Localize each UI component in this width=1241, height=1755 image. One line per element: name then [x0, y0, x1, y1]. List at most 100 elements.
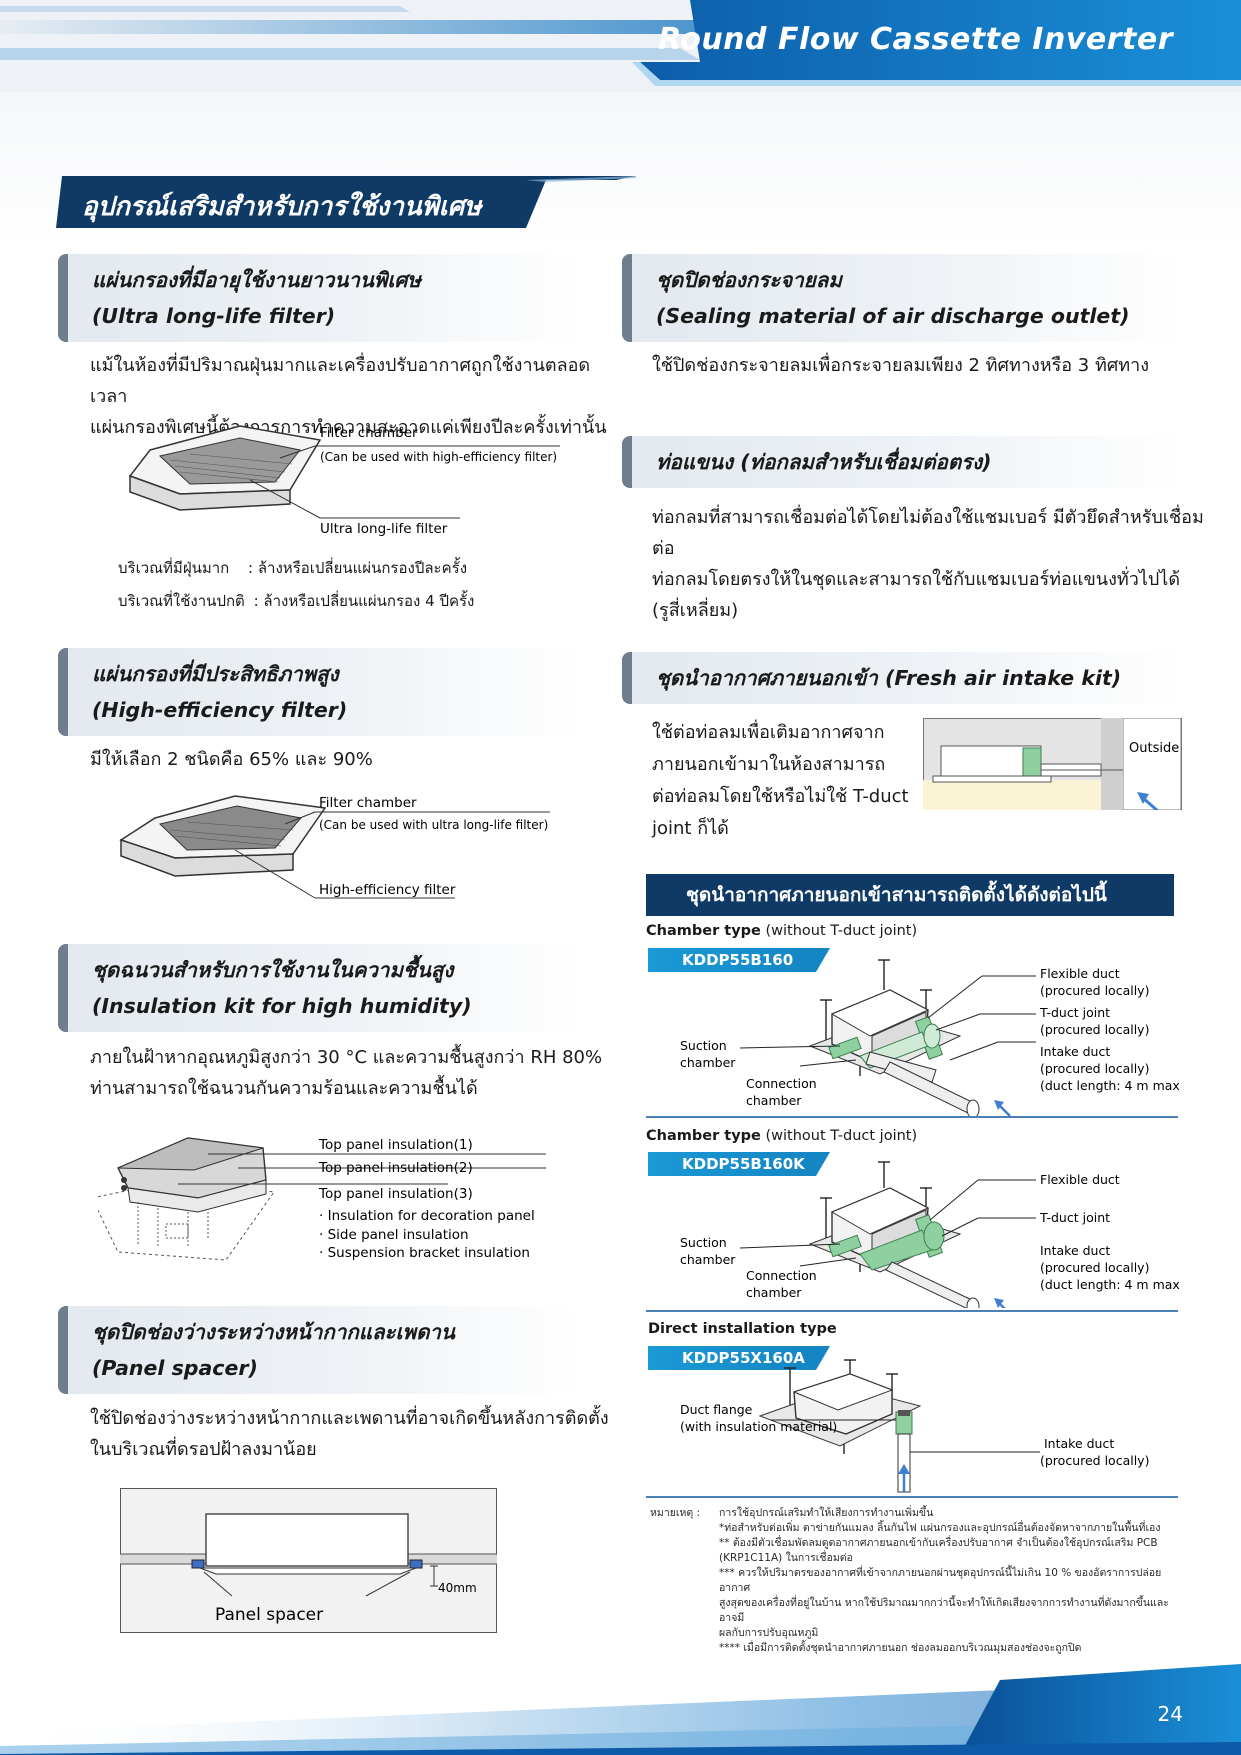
- type1-title-row: Chamber type (without T-duct joint): [646, 922, 917, 940]
- type1-label-suction-1: Suction: [680, 1038, 727, 1053]
- page-title: Round Flow Cassette Inverter: [658, 22, 1173, 57]
- duct-heading: ท่อแขนง (ท่อกลมสำหรับเชื่อมต่อตรง): [622, 436, 1182, 488]
- ultra-filter-label-filter: Ultra long-life filter: [320, 521, 448, 537]
- dusty-area-value: : ล้างหรือเปลี่ยนแผ่นกรองปีละครั้ง: [248, 559, 468, 577]
- type3-title: Direct installation type: [648, 1321, 837, 1337]
- high-filter-heading-thai: แผ่นกรองที่มีประสิทธิภาพสูง: [92, 662, 339, 686]
- type2-label-conn-2: chamber: [746, 1285, 802, 1300]
- panel-spacer-heading-thai: ชุดปิดช่องว่างระหว่างหน้ากากและเพดาน: [92, 1320, 455, 1344]
- footer-graphic: [0, 1664, 1241, 1755]
- type1-label-intake-2: (procured locally): [1040, 1061, 1149, 1076]
- type2-label-suction-1: Suction: [680, 1235, 727, 1250]
- type2-divider: [646, 1310, 1178, 1312]
- type1-label-conn-1: Connection: [746, 1076, 817, 1091]
- high-filter-diagram: Filter chamber (Can be used with ultra l…: [119, 795, 550, 899]
- type2-label-intake-3: (duct length: 4 m max.): [1040, 1277, 1180, 1292]
- ultra-filter-label-chamber-note: (Can be used with high-efficiency filter…: [320, 450, 557, 464]
- normal-area-row: บริเวณที่ใช้งานปกติ : ล้างหรือเปลี่ยนแผ่…: [118, 591, 474, 611]
- type2-label-flex-1: Flexible duct: [1040, 1172, 1120, 1187]
- panel-spacer-heading-en: (Panel spacer): [92, 1356, 258, 1380]
- section-title: อุปกรณ์เสริมสำหรับการใช้งานพิเศษ: [56, 176, 636, 228]
- type2-label-suction-2: chamber: [680, 1252, 736, 1267]
- ultra-filter-heading: แผ่นกรองที่มีอายุใช้งานยาวนานพิเศษ (Ultr…: [58, 254, 578, 342]
- note-line-8: **** เมื่อมีการติดตั้งชุดนำอากาศภายนอก ช…: [719, 1642, 1082, 1654]
- sealing-heading-thai: ชุดปิดช่องกระจายลม: [656, 268, 842, 292]
- note-line-2: *ท่อสำหรับต่อเพิ่ม ตาข่ายกันแมลง ลิ้นกัน…: [719, 1522, 1161, 1534]
- type1-model-tag: KDDP55B160: [648, 948, 830, 972]
- duct-heading-text: ท่อแขนง (ท่อกลมสำหรับเชื่อมต่อตรง): [656, 450, 992, 474]
- dusty-area-row: บริเวณที่มีฝุ่นมาก : ล้างหรือเปลี่ยนแผ่น…: [118, 558, 467, 578]
- note-line-1: การใช้อุปกรณ์เสริมทำให้เสียงการทำงานเพิ่…: [719, 1507, 934, 1519]
- duct-desc-line1: ท่อกลมที่สามารถเชื่อมต่อได้โดยไม่ต้องใช้…: [652, 507, 1204, 559]
- type2-subtitle: (without T-duct joint): [765, 1128, 918, 1144]
- fresh-air-desc-line1: ใช้ต่อท่อลมเพื่อเติมอากาศจาก: [652, 722, 885, 743]
- sealing-heading-en: (Sealing material of air discharge outle…: [656, 304, 1130, 328]
- insulation-heading: ชุดฉนวนสำหรับการใช้งานในความชื้นสูง (Ins…: [58, 944, 578, 1032]
- high-filter-heading: แผ่นกรองที่มีประสิทธิภาพสูง (High-effici…: [58, 648, 578, 736]
- type2-label-intake-1: Intake duct: [1040, 1243, 1110, 1258]
- fresh-air-heading-text: ชุดนำอากาศภายนอกเข้า (Fresh air intake k…: [656, 666, 1122, 690]
- type1-subtitle: (without T-duct joint): [765, 923, 918, 939]
- insulation-heading-en: (Insulation kit for high humidity): [92, 994, 472, 1018]
- fresh-air-desc-line4: joint ก็ได้: [652, 818, 729, 839]
- panel-spacer-diagram: Panel spacer 40mm: [120, 1488, 497, 1633]
- type1-label-conn-2: chamber: [746, 1093, 802, 1108]
- fresh-air-outside-label: Outside: [1129, 741, 1179, 756]
- ultra-filter-heading-thai: แผ่นกรองที่มีอายุใช้งานยาวนานพิเศษ: [92, 268, 421, 292]
- notes-body: การใช้อุปกรณ์เสริมทำให้เสียงการทำงานเพิ่…: [719, 1506, 1181, 1656]
- header-graphic: [0, 0, 1241, 92]
- insulation-heading-thai: ชุดฉนวนสำหรับการใช้งานในความชื้นสูง: [92, 958, 454, 982]
- insulation-bullet-3: · Suspension bracket insulation: [319, 1245, 530, 1261]
- insulation-label-1: Top panel insulation(1): [318, 1137, 473, 1153]
- type2-diagram: Flexible duct T-duct joint Intake duct (…: [680, 1161, 1180, 1308]
- panel-spacer-label: Panel spacer: [215, 1605, 323, 1625]
- note-line-6: สูงสุดของเครื่องที่อยู่ในบ้าน หากใช้ปริม…: [719, 1597, 1169, 1624]
- type1-label-tjoint-1: T-duct joint: [1039, 1005, 1110, 1020]
- note-line-4: (KRP1C11A) ในการเชื่อมต่อ: [719, 1552, 853, 1564]
- type3-model-tag: KDDP55X160A: [648, 1346, 830, 1370]
- type3-label-flange-2: (with insulation material): [680, 1419, 837, 1434]
- type3-label-intake-1: Intake duct: [1044, 1436, 1114, 1451]
- fresh-air-heading: ชุดนำอากาศภายนอกเข้า (Fresh air intake k…: [622, 652, 1182, 704]
- type1-diagram: Flexible duct (procured locally) T-duct …: [680, 959, 1180, 1116]
- duct-desc-line2: ท่อกลมโดยตรงให้ในชุดและสามารถใช้กับแชมเบ…: [652, 569, 1181, 590]
- type2-label-tjoint-1: T-duct joint: [1039, 1210, 1110, 1225]
- panel-spacer-dimension: 40mm: [438, 1581, 477, 1595]
- ultra-filter-desc-line1: แม้ในห้องที่มีปริมาณฝุ่นมากและเครื่องปรั…: [90, 355, 591, 407]
- page-number: 24: [1157, 1702, 1183, 1726]
- dusty-area-label: บริเวณที่มีฝุ่นมาก: [118, 559, 230, 577]
- insulation-desc-line1: ภายในฝ้าหากอุณหภูมิสูงกว่า 30 °C และความ…: [90, 1047, 603, 1068]
- type2-label-conn-1: Connection: [746, 1268, 817, 1283]
- type1-label-suction-2: chamber: [680, 1055, 736, 1070]
- insulation-desc-line2: ท่านสามารถใช้ฉนวนกันความร้อนและความชื้นไ…: [90, 1078, 478, 1099]
- note-line-3: ** ต้องมีตัวเชื่อมพัดลมดูดอากาศภายนอกเข้…: [719, 1537, 1158, 1549]
- high-filter-heading-en: (High-efficiency filter): [92, 698, 348, 722]
- notes-label: หมายเหตุ :: [650, 1507, 701, 1519]
- section-title-background: [56, 176, 636, 228]
- type2-label-intake-2: (procured locally): [1040, 1260, 1149, 1275]
- high-filter-label-chamber: Filter chamber: [319, 795, 417, 811]
- fresh-air-diagram: Outside: [923, 718, 1182, 810]
- type1-label-intake-3: (duct length: 4 m max.): [1040, 1078, 1180, 1093]
- insulation-bullet-1: · Insulation for decoration panel: [319, 1208, 535, 1224]
- type3-label-intake-2: (procured locally): [1040, 1453, 1149, 1468]
- section-title-text: อุปกรณ์เสริมสำหรับการใช้งานพิเศษ: [82, 192, 482, 222]
- panel-spacer-heading: ชุดปิดช่องว่างระหว่างหน้ากากและเพดาน (Pa…: [58, 1306, 578, 1394]
- high-filter-label-filter: High-efficiency filter: [319, 882, 456, 898]
- duct-desc-line3: (รูสี่เหลี่ยม): [652, 600, 739, 621]
- type3-title-row: Direct installation type: [648, 1320, 837, 1338]
- type1-label-flex-1: Flexible duct: [1040, 966, 1120, 981]
- panel-spacer-desc-line1: ใช้ปิดช่องว่างระหว่างหน้ากากและเพดานที่อ…: [90, 1408, 609, 1429]
- note-line-7: ผลกับการปรับอุณหภูมิ: [719, 1627, 819, 1639]
- ultra-filter-heading-en: (Ultra long-life filter): [92, 304, 336, 328]
- ultra-filter-label-chamber: Filter chamber: [320, 425, 418, 441]
- normal-area-label: บริเวณที่ใช้งานปกติ: [118, 592, 245, 610]
- insulation-label-3: Top panel insulation(3): [318, 1186, 473, 1202]
- type1-title: Chamber type: [646, 923, 761, 939]
- sealing-description: ใช้ปิดช่องกระจายลมเพื่อกระจายลมเพียง 2 ท…: [652, 355, 1150, 376]
- type2-model-tag: KDDP55B160K: [648, 1152, 830, 1176]
- panel-spacer-description: ใช้ปิดช่องว่างระหว่างหน้ากากและเพดานที่อ…: [90, 1403, 630, 1465]
- high-filter-label-chamber-note: (Can be used with ultra long-life filter…: [319, 818, 548, 832]
- high-filter-description: มีให้เลือก 2 ชนิดคือ 65% และ 90%: [90, 749, 373, 770]
- insulation-description: ภายในฝ้าหากอุณหภูมิสูงกว่า 30 °C และความ…: [90, 1042, 610, 1104]
